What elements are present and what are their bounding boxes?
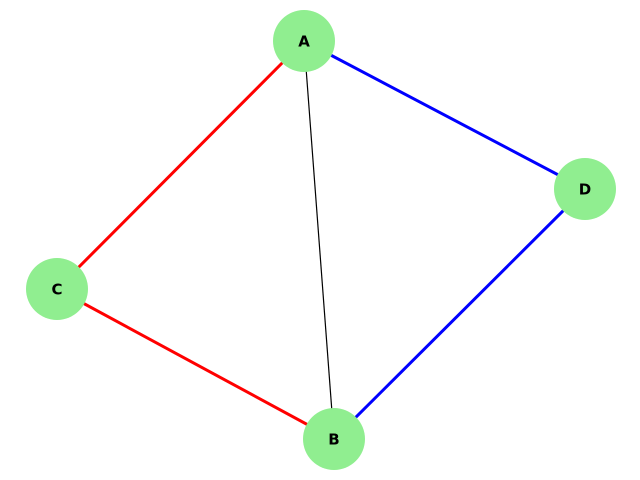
node-circle-D xyxy=(554,158,616,220)
node-circle-B xyxy=(303,408,365,470)
edge-D-B xyxy=(332,187,587,441)
edge-A-B xyxy=(303,40,335,440)
node-B: B xyxy=(303,408,365,470)
edge-A-C xyxy=(55,39,306,291)
node-D: D xyxy=(554,158,616,220)
edge-A-D xyxy=(303,39,586,191)
node-circle-C xyxy=(26,258,88,320)
node-C: C xyxy=(26,258,88,320)
node-A: A xyxy=(273,10,335,72)
edge-C-B xyxy=(56,287,335,441)
node-circle-A xyxy=(273,10,335,72)
